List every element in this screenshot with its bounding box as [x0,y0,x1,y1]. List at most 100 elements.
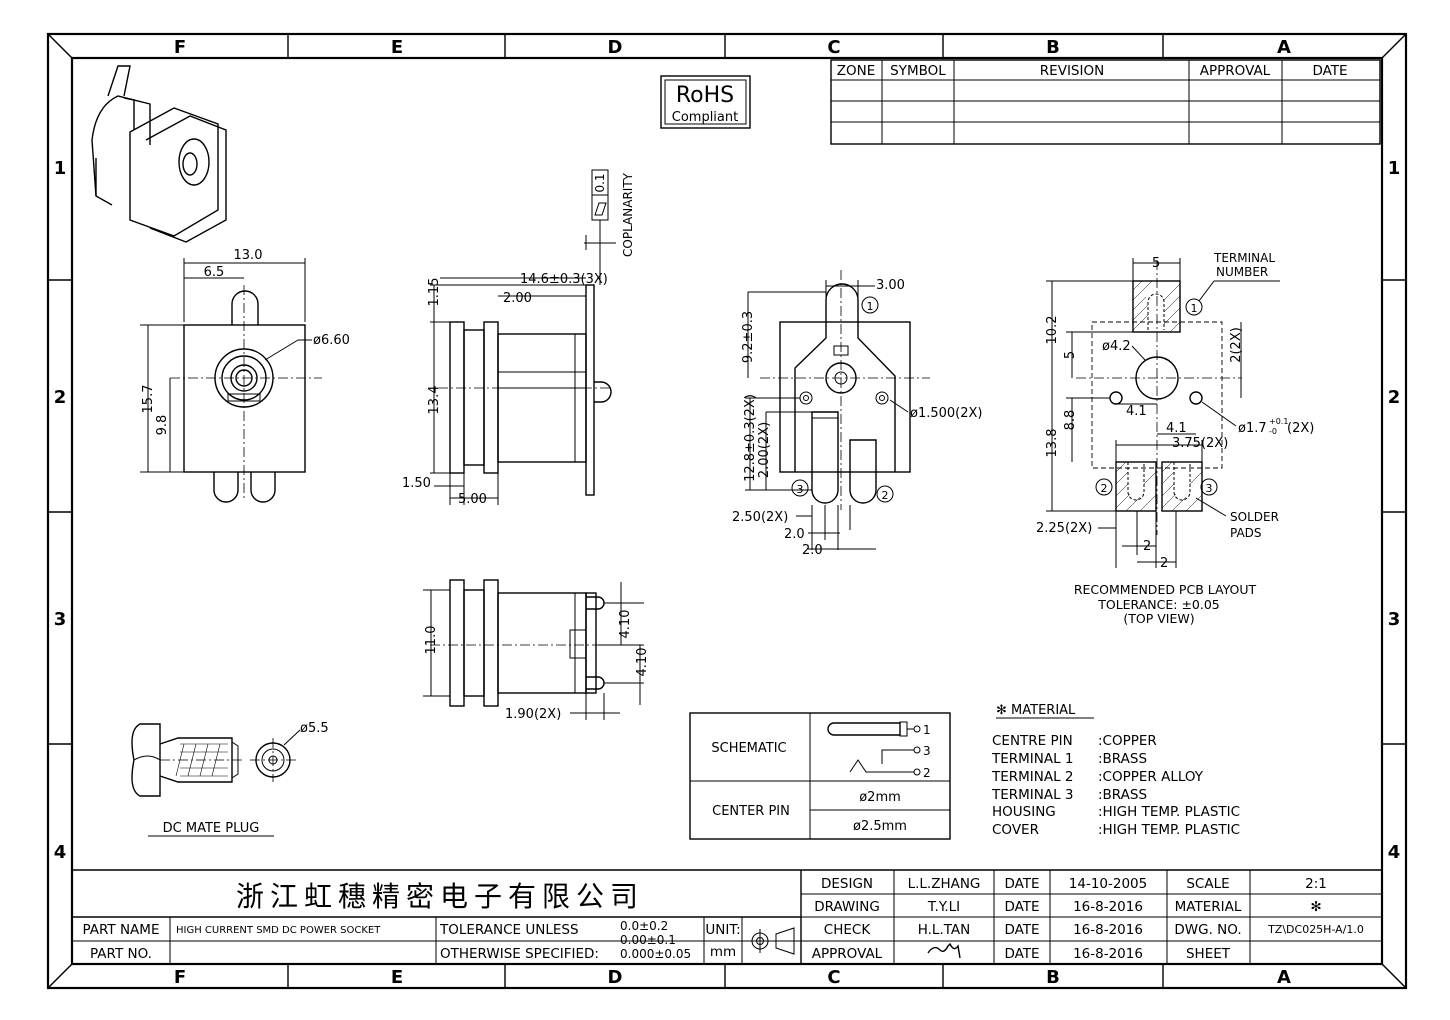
tb-datelabel-3: DATE [1004,946,1039,962]
tolerance-line-2: OTHERWISE SPECIFIED: [440,946,599,962]
revision-table: ZONE SYMBOL REVISION APPROVAL DATE [830,59,1381,145]
terminal-number-label-2: NUMBER [1216,265,1268,279]
dim-13-0: 13.0 [234,248,263,263]
pcb-terminal-1: 1 [1191,302,1198,315]
zone-row-4-right: 4 [1388,842,1401,863]
frame: F E D C B A F E D C B A 1 2 3 4 1 2 3 4 [46,32,1408,990]
dim-pcb-5: 5 [1152,256,1160,271]
tb-key-3: SHEET [1186,946,1231,962]
tolerance-value-1: 0.0±0.2 [620,919,668,933]
tb-value-2: TZ\DC025H-A/1.0 [1267,923,1364,936]
part-name-label: PART NAME [83,922,160,938]
rev-header-date: DATE [1312,63,1347,79]
tb-name-0: L.L.ZHANG [908,876,981,892]
material-row-5-value: :HIGH TEMP. PLASTIC [1098,822,1240,838]
dim-4-10a: 4.10 [618,610,633,639]
dim-2-2x: 2(2X) [1229,327,1244,363]
coplanarity-label: COPLANARITY [621,172,635,257]
dc-mate-plug: ø5.5 DC MATE PLUG [131,721,329,837]
rev-header-revision: REVISION [1040,63,1104,79]
terminal-1-label: 1 [867,300,874,313]
dim-14-6: 14.6±0.3(3X) [520,272,608,287]
tb-role-3: APPROVAL [812,946,883,962]
tolerance-value-3: 0.000±0.05 [620,947,691,961]
center-pin-label: CENTER PIN [712,804,790,819]
zone-col-c-bottom: C [827,967,840,988]
part-no-label: PART NO. [90,946,152,962]
dim-1-7: ø1.7 [1238,421,1267,436]
dim-4-1a: 4.1 [1126,404,1147,419]
zone-col-b-top: B [1046,37,1060,58]
terminal-2-label: 2 [882,489,889,502]
dim-3-00: 3.00 [876,278,905,293]
dim-2-50: 2.50(2X) [732,510,788,525]
coplanarity-value: 0.1 [593,173,607,192]
schem-n1: 1 [923,723,931,737]
tb-name-2: H.L.TAN [918,922,971,938]
isometric-view [91,65,227,243]
material-row-3-value: :BRASS [1098,787,1147,803]
tb-role-1: DRAWING [814,899,880,915]
zone-col-d-bottom: D [608,967,623,988]
title-block: 浙江虹穗精密电子有限公司 PART NAME HIGH CURRENT SMD … [72,869,1382,964]
schematic-table: SCHEMATIC CENTER PIN ø2mm ø2.5mm 1 3 2 [689,712,951,840]
dim-12-8: 12.8±0.3(2X) [743,394,758,482]
tb-role-2: CHECK [824,922,872,938]
dim-1-90: 1.90(2X) [505,707,561,722]
zone-row-2-right: 2 [1388,387,1401,408]
tb-value-1: ✻ [1310,899,1321,915]
dim-2a: 2 [1143,539,1151,554]
tb-date-0: 14-10-2005 [1069,876,1147,892]
zone-row-3-right: 3 [1388,609,1401,630]
material-row-3-name: TERMINAL 3 [991,787,1074,803]
dim-1-7-tol-dn: -0 [1269,427,1277,436]
tolerance-value-2: 0.00±0.1 [620,933,676,947]
pcb-caption-2: TOLERANCE: ±0.05 [1097,597,1220,612]
zone-col-d-top: D [608,37,623,58]
dim-2b: 2 [1160,556,1168,571]
dim-1-7-tol-up: +0.1 [1269,417,1288,426]
solder-label: SOLDER [1230,510,1279,524]
rev-header-symbol: SYMBOL [890,63,946,79]
tb-role-0: DESIGN [821,876,873,892]
bottom-view: 11.0 4.10 4.10 1.90(2X) [423,579,650,722]
dim-6-5: 6.5 [204,265,225,280]
dim-11-0: 11.0 [424,626,439,655]
rohs-title: RoHS [676,83,734,108]
tb-datelabel-2: DATE [1004,922,1039,938]
material-list: ✻ MATERIAL CENTRE PIN :COPPER TERMINAL 1… [991,703,1240,838]
material-title: ✻ MATERIAL [996,703,1076,718]
dim-2-0a: 2.0 [784,527,805,542]
material-row-2-value: :COPPER ALLOY [1098,769,1204,785]
dim-8-8: 8.8 [1063,410,1078,431]
dim-1-15: 1.15 [427,278,442,307]
zone-col-a-top: A [1277,37,1291,58]
unit-value: mm [710,944,736,960]
company-name: 浙江虹穗精密电子有限公司 [236,880,644,913]
dim-2-0b: 2.0 [802,543,823,558]
tb-date-3: 16-8-2016 [1073,946,1143,962]
pcb-terminal-3: 3 [1206,482,1213,495]
dim-5-00: 5.00 [458,492,487,507]
dim-9-8: 9.8 [155,415,170,436]
zone-row-2-left: 2 [54,387,67,408]
dim-4-1b: 4.1 [1166,421,1187,436]
zone-col-f-top: F [174,37,186,58]
tb-value-0: 2:1 [1305,876,1327,892]
zone-col-e-bottom: E [391,967,403,988]
dim-pcb-5v: 5 [1063,351,1078,359]
pcb-terminal-2: 2 [1101,482,1108,495]
tolerance-line-1: TOLERANCE UNLESS [439,922,579,938]
zone-row-4-left: 4 [54,842,67,863]
zone-col-c-top: C [827,37,840,58]
dim-1-50: 1.50 [402,476,431,491]
approval-signature [927,942,961,959]
dim-3-75: 3.75(2X) [1172,436,1228,451]
zone-col-f-bottom: F [174,967,186,988]
unit-label: UNIT: [705,922,740,938]
dim-2-00-2x: 2.00(2X) [757,422,772,478]
back-view: 1 3 2 3.00 9.2±0.3 ø1.500(2X) 12.8±0.3(2… [732,270,983,558]
material-row-4-value: :HIGH TEMP. PLASTIC [1098,804,1240,820]
dim-4-10b: 4.10 [635,648,650,677]
